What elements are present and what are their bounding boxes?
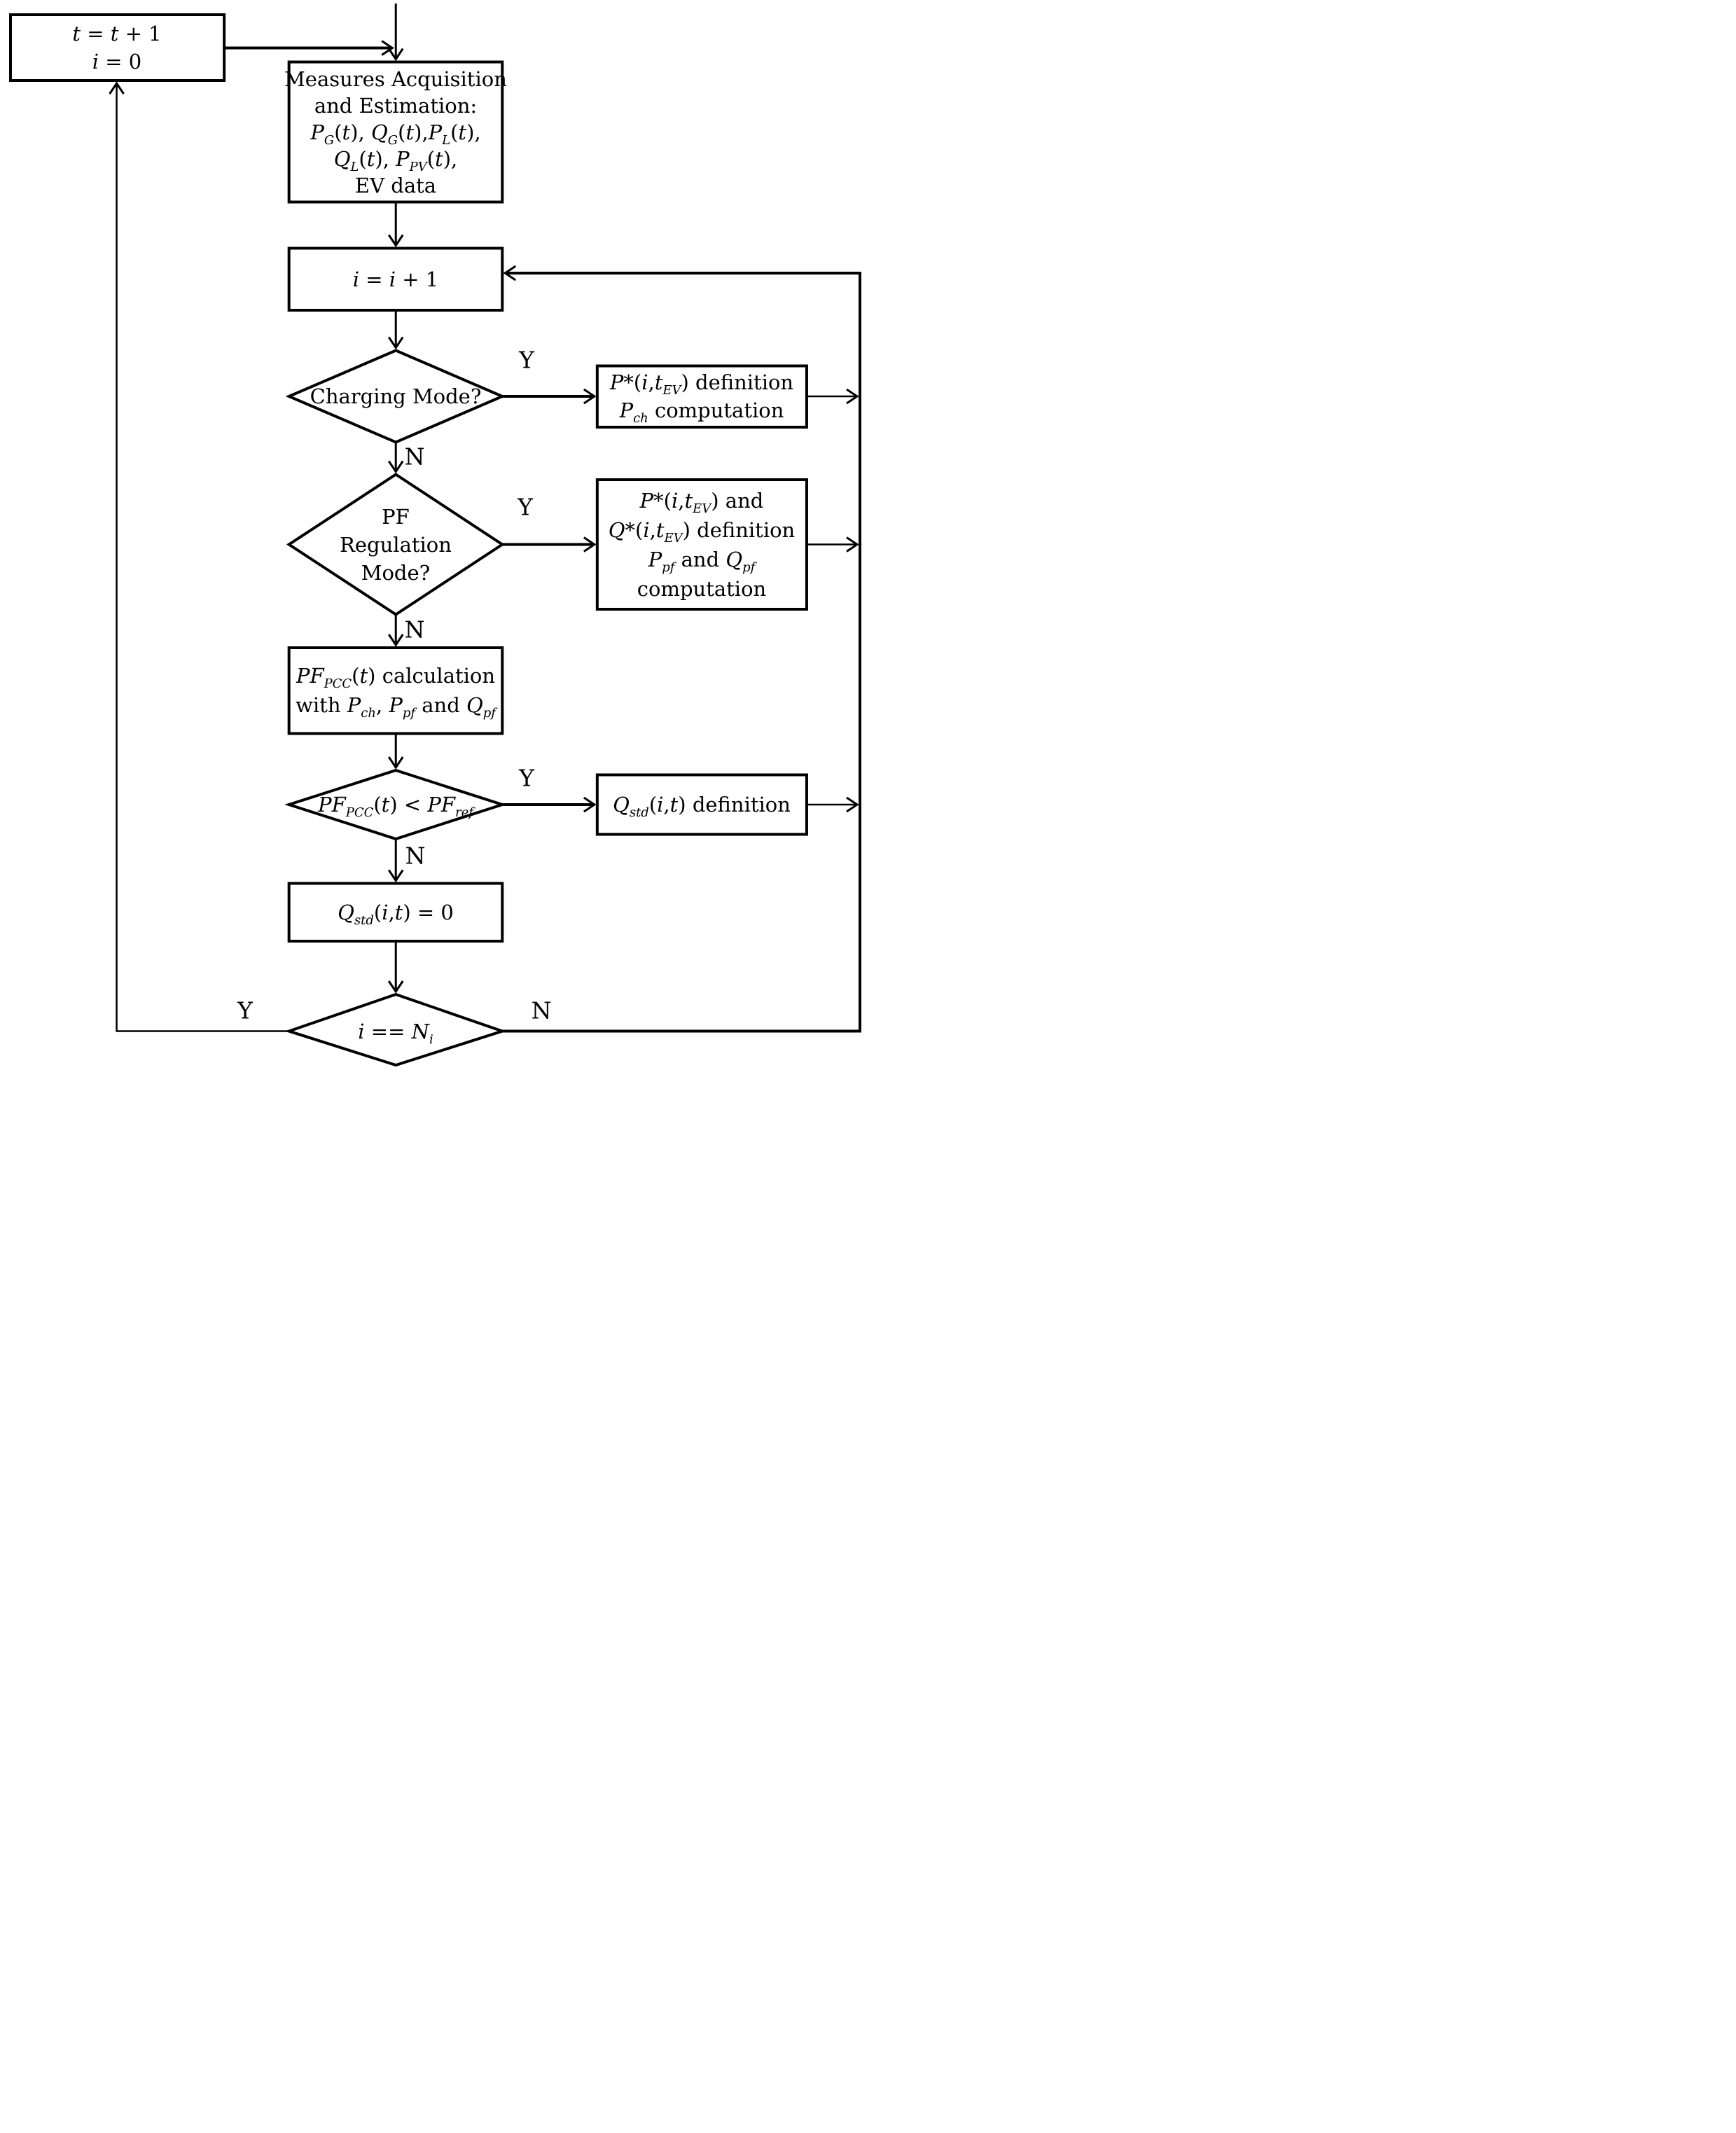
text-line: Regulation [340, 533, 452, 557]
text-line: P*(i,tEV) and [639, 489, 764, 516]
node-measures-box [287, 60, 504, 204]
node-increment-i-label: i = i + 1 [353, 265, 439, 293]
text-line: Qstd(i,t) definition [613, 793, 791, 820]
text-line: Q*(i,tEV) definition [608, 518, 796, 546]
node-pch-box [595, 364, 808, 429]
branch-label-loop-yes: Y [237, 996, 253, 1024]
node-increment-t-label: t = t + 1 i = 0 [72, 20, 161, 76]
text-line: PFPCC(t) < PFref [318, 793, 473, 820]
branch-label-pf-mode-yes: Y [518, 493, 533, 521]
text-line: PG(t), QG(t),PL(t), [310, 120, 481, 148]
text-line: Ppf and Qpf [648, 548, 756, 575]
branch-label-loop-no: N [531, 996, 552, 1024]
node-loop-check-label: i == Ni [358, 1017, 433, 1045]
text-line: computation [637, 577, 767, 601]
node-qstd-def-label: Qstd(i,t) definition [613, 791, 791, 819]
text-line: i = i + 1 [352, 268, 439, 291]
text-line: P*(i,tEV) definition [609, 370, 794, 398]
node-increment-i-box [287, 246, 504, 312]
branch-label-pf-check-yes: Y [519, 764, 534, 792]
node-ppf-box [595, 478, 808, 611]
connector-loop-yes-left-rail [109, 81, 289, 1032]
node-charging-mode-diamond [285, 349, 506, 444]
branch-label-charging-yes: Y [519, 346, 534, 374]
text-line: EV data [354, 174, 437, 197]
text-line: QL(t), PPV(t), [333, 147, 458, 174]
text-line: PFPCC(t) calculation [296, 664, 496, 691]
node-loop-check-diamond [284, 992, 507, 1066]
node-pf-mode-diamond [286, 473, 505, 616]
text-line: Pch computation [619, 398, 784, 426]
text-line: with Pch, Ppf and Qpf [296, 693, 496, 721]
text-line: Measures Acquisition [284, 67, 507, 91]
branch-label-charging-no: N [404, 443, 425, 471]
branch-label-pf-check-no: N [405, 842, 426, 870]
node-charging-mode-label: Charging Mode? [310, 382, 482, 410]
text-line: PF [382, 505, 410, 529]
node-measures-label: Measures Acquisition and Estimation: PG(… [284, 66, 507, 199]
flowchart-canvas: t = t + 1 i = 0 Measures Acquisition and… [0, 0, 868, 1066]
node-pfcalc-label: PFPCC(t) calculation with Pch, Ppf and Q… [296, 661, 496, 720]
connector-loop-no-right-rail [502, 265, 861, 1033]
text-line: i = 0 [92, 50, 142, 74]
node-pf-check-diamond [284, 768, 507, 841]
node-qstd-def-box [595, 773, 808, 836]
text-line: i == Ni [358, 1020, 433, 1047]
node-qstd-zero-box [287, 882, 504, 943]
node-pch-label: P*(i,tEV) definition Pch computation [610, 368, 793, 424]
node-increment-t-box [9, 13, 226, 82]
text-line: Mode? [361, 561, 431, 585]
text-line: Qstd(i,t) = 0 [338, 901, 454, 928]
node-pf-check-label: PFPCC(t) < PFref [318, 791, 473, 819]
node-pf-mode-label: PF Regulation Mode? [340, 503, 452, 587]
node-ppf-label: P*(i,tEV) and Q*(i,tEV) definition Ppf a… [609, 486, 795, 604]
text-line: t = t + 1 [72, 22, 162, 46]
node-qstd-zero-label: Qstd(i,t) = 0 [338, 898, 454, 926]
node-pfcalc-box [287, 646, 504, 735]
text-line: Charging Mode? [310, 384, 482, 408]
flowchart-shapes-layer [9, 4, 861, 1066]
branch-label-pf-mode-no: N [404, 616, 425, 644]
text-line: and Estimation: [314, 94, 478, 118]
